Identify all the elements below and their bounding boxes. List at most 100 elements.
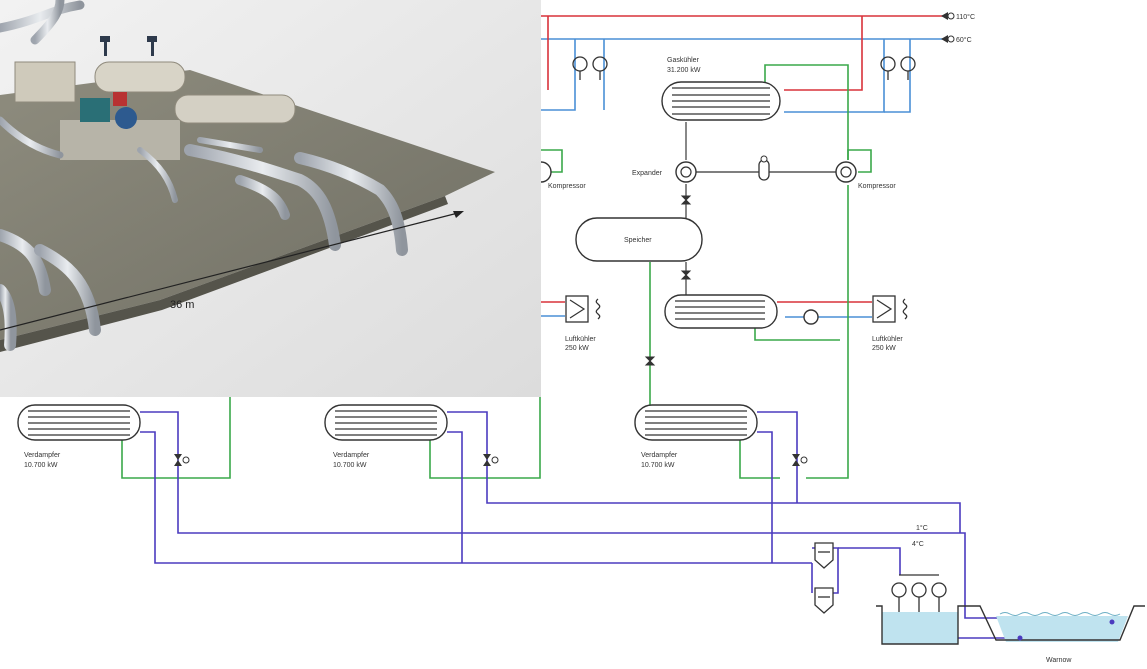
speicher-shell <box>575 217 703 262</box>
kompressor-right-unit: Kompressor <box>835 161 896 190</box>
filter-units <box>814 542 834 614</box>
brine-evap2-in <box>447 411 961 533</box>
fan-icon <box>595 298 601 320</box>
valve-actuator-icon <box>182 456 190 464</box>
middle-heat-exchanger <box>664 294 819 329</box>
pumps-top-left <box>572 56 608 80</box>
water-surface-line <box>999 612 1121 616</box>
gaskuehler-power-label: 31.200 kW <box>667 67 701 74</box>
verdampfer-2-power: 10.700 kW <box>333 462 367 469</box>
control-valve-icon <box>483 454 491 466</box>
valves-center <box>644 195 692 366</box>
pipe <box>235 175 290 220</box>
verdampfer-2: Verdampfer 10.700 kW <box>324 404 499 469</box>
brine-evap1-out <box>140 431 812 564</box>
return-branch-left <box>540 39 576 111</box>
pipe <box>197 137 263 153</box>
warnow-label: Warnow <box>1046 657 1072 664</box>
valve-icon <box>680 195 692 205</box>
warnow-banks <box>964 605 1145 641</box>
kompressor-left-label: Kompressor <box>548 183 586 190</box>
valve-icon <box>644 356 656 366</box>
brine-evap3-in <box>757 411 798 503</box>
vessel <box>94 61 186 93</box>
compressor-inner-icon <box>840 166 852 178</box>
pump-icon <box>900 56 916 72</box>
expander-label: Expander <box>632 170 663 177</box>
control-valve-icon <box>174 454 182 466</box>
motor-icon <box>758 159 770 181</box>
motor-shaft-icon <box>760 155 768 163</box>
expander-unit: Expander <box>632 161 697 183</box>
circulation-pump-icon <box>803 309 819 325</box>
terminal-return-arrow <box>941 35 948 43</box>
co2-right-riser <box>806 185 849 479</box>
gaskuehler-heat-exchanger: Gaskühler 31.200 kW <box>661 57 781 121</box>
dimension-line <box>0 212 459 331</box>
air-cooler-box <box>872 295 896 323</box>
return-branch-right <box>784 39 885 113</box>
brine-pump-feed <box>838 547 901 575</box>
brine-evap1-in <box>140 411 1110 623</box>
motor-block <box>80 98 110 122</box>
valve-actuator-icon <box>491 456 499 464</box>
co2-compressor-loop-left <box>540 149 563 173</box>
brine-lines <box>140 411 1110 639</box>
pipe <box>0 284 17 351</box>
process-lines <box>685 122 838 295</box>
luftkuehler-left: Luftkühler 250 kW <box>565 295 601 352</box>
dimension-arrow: 36 m <box>0 211 464 331</box>
motor-end <box>115 107 137 129</box>
valve-stem <box>104 42 107 56</box>
warnow-water <box>996 616 1128 642</box>
luftkuehler-right-power: 250 kW <box>872 345 896 352</box>
slab-edge <box>0 196 448 352</box>
luftkuehler-right-label: Luftkühler <box>872 336 903 343</box>
verdampfer-tubes <box>645 410 747 436</box>
return-branch-right-2 <box>884 39 911 113</box>
pump-icon <box>880 56 896 72</box>
verdampfer-3-label: Verdampfer <box>641 452 678 459</box>
co2-compressor-loop-right <box>847 149 872 173</box>
pipe <box>184 144 341 251</box>
temp-water-1-label: 1°C <box>916 524 928 532</box>
pipe <box>0 116 64 159</box>
hot-branch-right <box>784 16 863 91</box>
luftkuehler-left-power: 250 kW <box>565 345 589 352</box>
valve-stem <box>151 42 154 56</box>
air-cooler-symbol <box>876 299 893 319</box>
temp-water-2-label: 4°C <box>912 540 924 548</box>
pipe <box>34 244 101 336</box>
gas-cooler-block <box>14 61 76 103</box>
luftkuehler-right: Luftkühler 250 kW <box>872 295 908 352</box>
terminal-hot-circle <box>947 12 955 20</box>
brine-evap3-out <box>757 431 773 563</box>
terminal-return-circle <box>947 35 955 43</box>
gaskuehler-tubes <box>672 87 770 115</box>
brine-evap2-out <box>447 431 463 563</box>
verdampfer-3: Verdampfer 10.700 kW <box>634 404 808 469</box>
compressor-partial-icon <box>540 161 552 183</box>
co2-evap1-loop <box>121 397 231 479</box>
outfall-point-icon <box>1017 635 1023 641</box>
equipment-skid <box>14 61 296 160</box>
temp-hot-label: 110°C <box>956 13 975 21</box>
dimension-arrowhead <box>453 211 464 218</box>
filter-icon <box>814 587 834 614</box>
terminal-return: 60°C <box>941 35 972 44</box>
pipe <box>0 229 51 296</box>
dimension-label: 36 m <box>170 299 194 311</box>
pipe <box>0 0 85 33</box>
pump-icon <box>931 582 947 598</box>
intake-point-icon <box>1109 619 1115 625</box>
valve-handle-icon <box>100 36 110 42</box>
co2-evap3-loop <box>739 440 780 479</box>
plant-3d-render: 36 m <box>0 0 541 397</box>
co2-evap2-loop <box>429 397 541 479</box>
verdampfer-1: Verdampfer 10.700 kW <box>17 404 190 469</box>
pump-icon <box>911 582 927 598</box>
gaskuehler-label: Gaskühler <box>667 57 700 64</box>
verdampfer-2-label: Verdampfer <box>333 452 370 459</box>
middle-hx-tubes <box>675 300 765 320</box>
